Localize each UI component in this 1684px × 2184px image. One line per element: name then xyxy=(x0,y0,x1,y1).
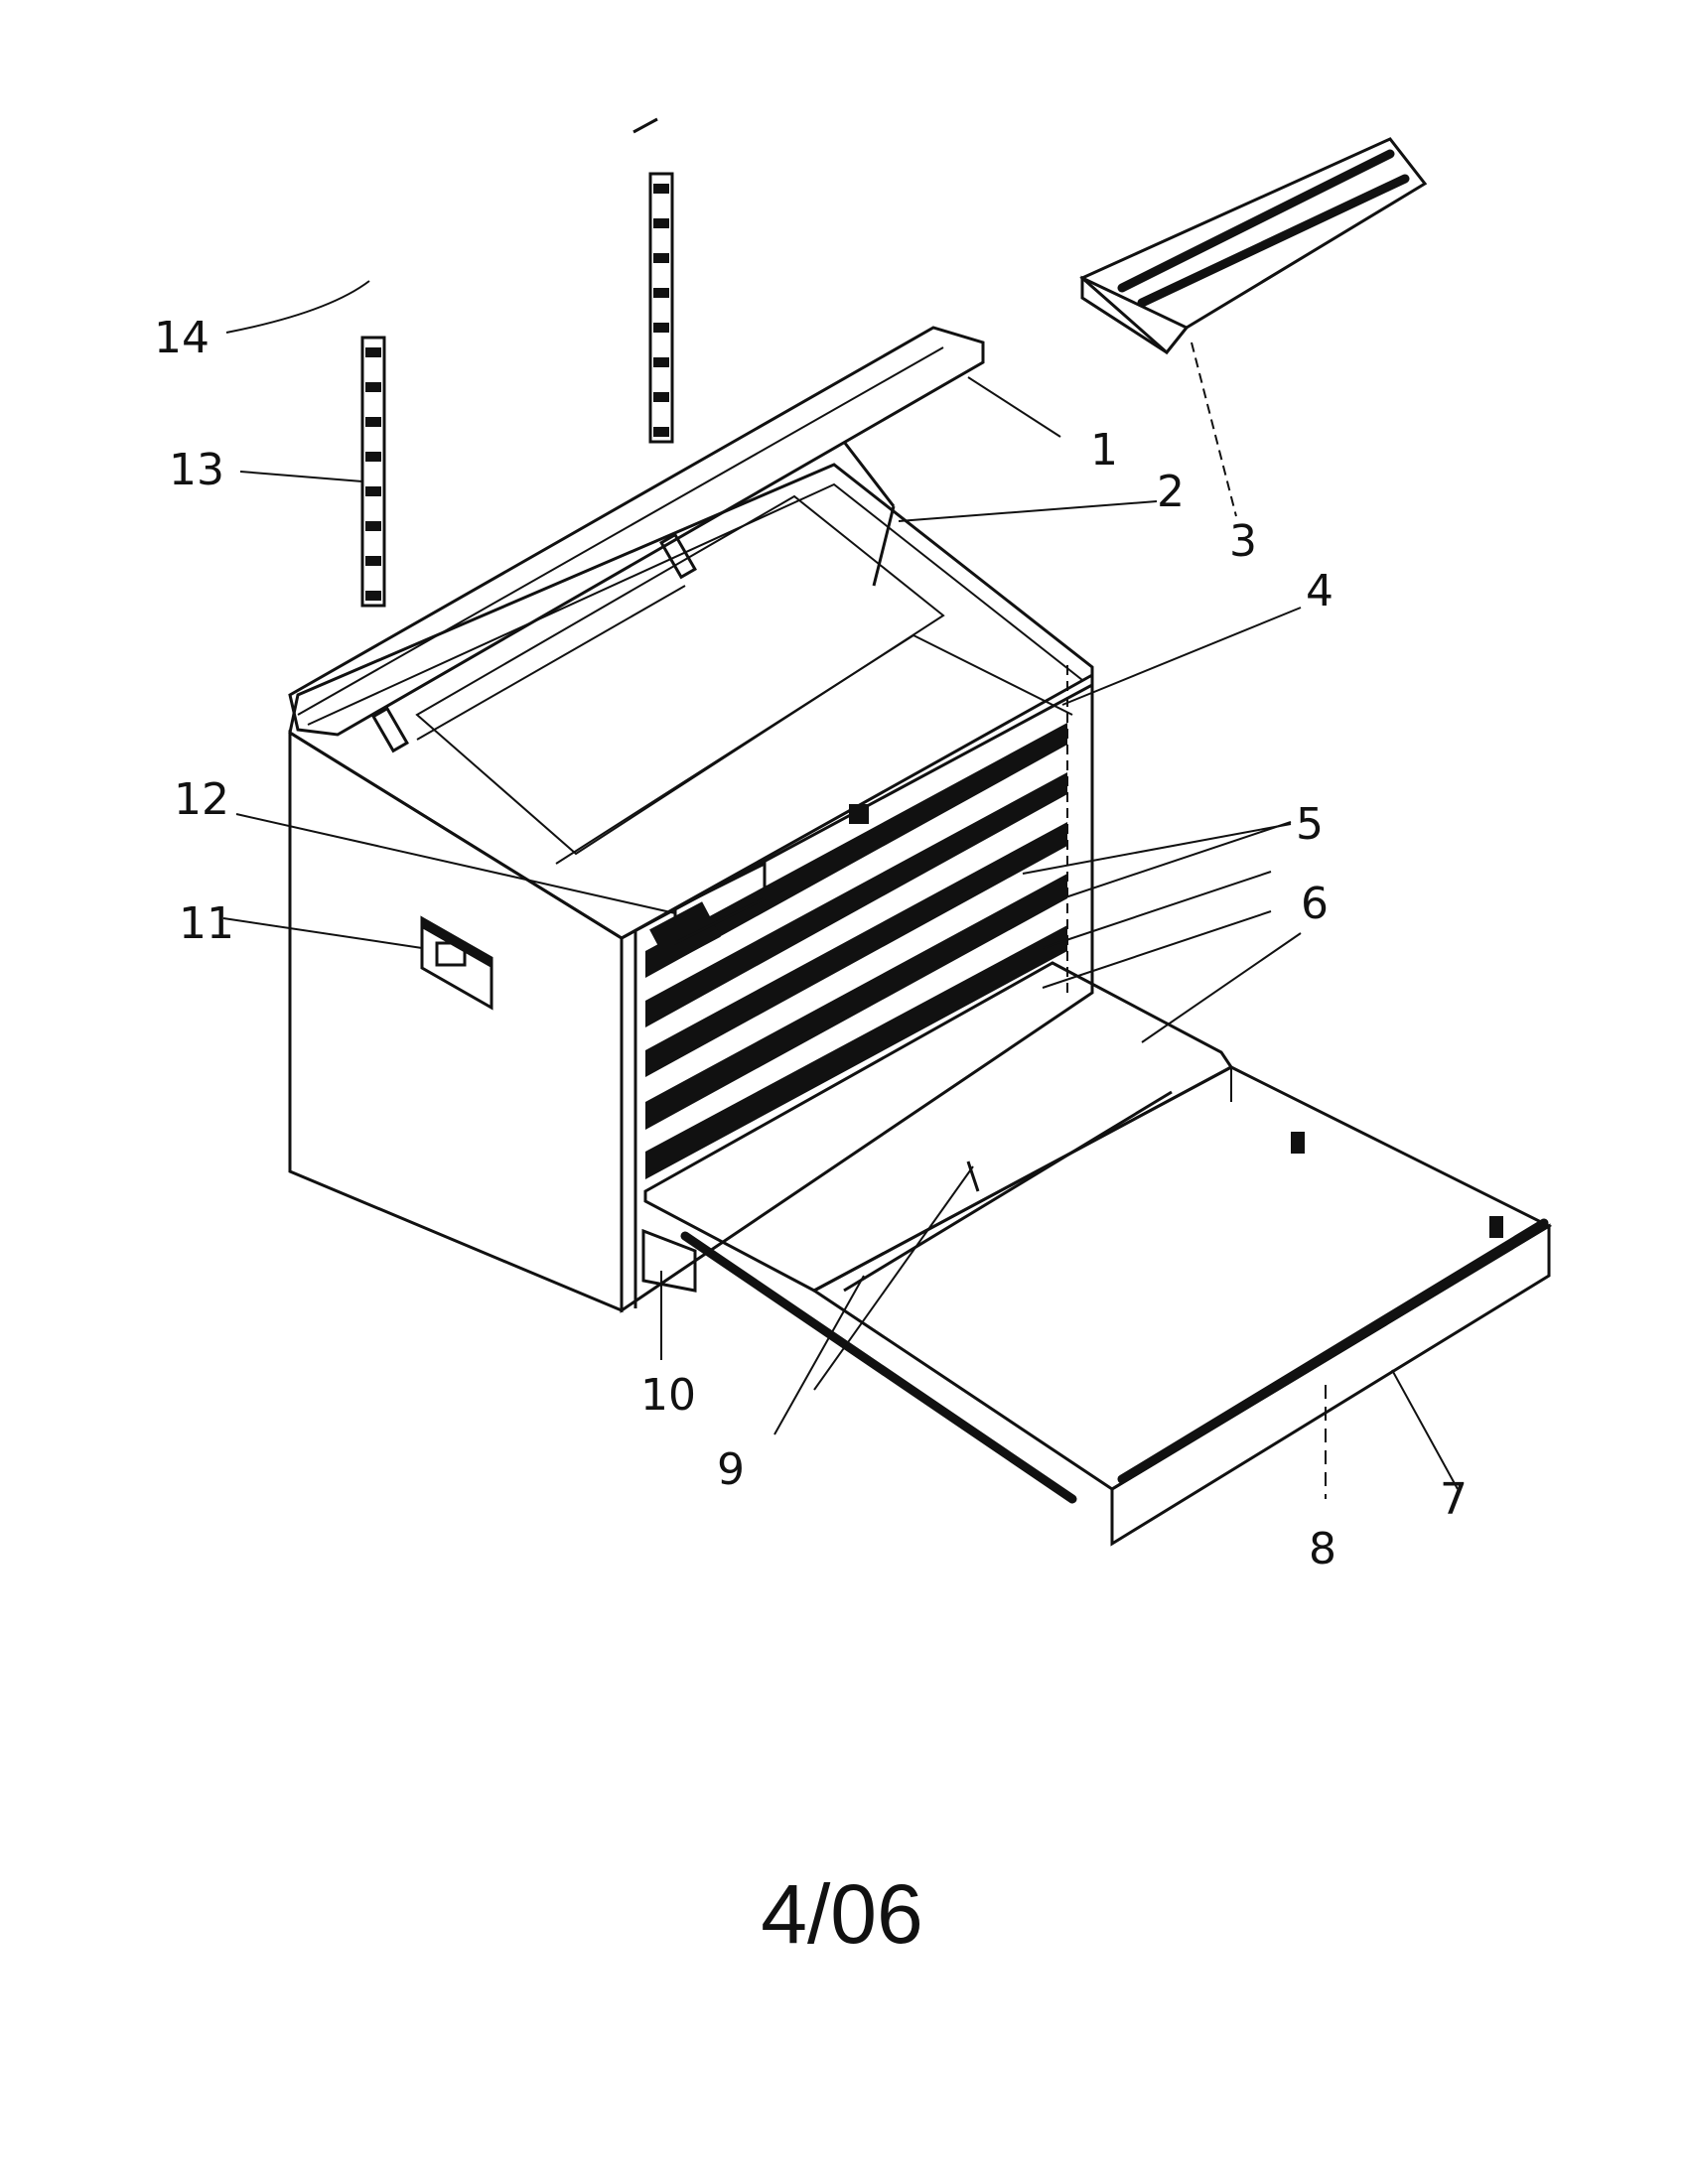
callout-10: 10 xyxy=(640,1370,696,1421)
till-tray xyxy=(673,861,767,946)
open-drawer xyxy=(641,961,1553,1547)
callout-12: 12 xyxy=(174,774,229,825)
callout-8: 8 xyxy=(1309,1524,1336,1574)
revision-code: 4/06 xyxy=(761,1867,923,1961)
hanger-bracket-upper xyxy=(648,172,674,444)
cabinet-front xyxy=(620,672,1094,1313)
callout-2: 2 xyxy=(1157,467,1185,517)
callout-14: 14 xyxy=(154,313,210,363)
callout-4: 4 xyxy=(1306,566,1333,616)
callout-9: 9 xyxy=(717,1444,745,1495)
cabinet-left-side xyxy=(288,730,624,1313)
drawer-handle xyxy=(1117,1218,1549,1484)
callout-13: 13 xyxy=(169,445,224,495)
tote-tray xyxy=(1079,137,1428,355)
hanger-bracket-13 xyxy=(360,336,386,608)
lid-panel xyxy=(288,326,985,737)
drawer-tray xyxy=(811,1065,1553,1491)
lid xyxy=(288,326,985,753)
cabinet-body xyxy=(288,463,1094,1313)
callout-1: 1 xyxy=(1090,425,1118,476)
drawer-slide xyxy=(680,1231,1077,1504)
drawer-front-panel xyxy=(1110,1223,1551,1547)
drawer-fronts xyxy=(645,723,1067,1179)
callout-5: 5 xyxy=(1296,799,1324,850)
leader-lines xyxy=(222,280,1459,1499)
callout-6: 6 xyxy=(1301,879,1329,929)
lid-stay xyxy=(842,441,896,587)
callout-11: 11 xyxy=(179,898,234,949)
cabinet-till xyxy=(415,494,945,856)
side-handle xyxy=(420,915,493,1011)
callout-7: 7 xyxy=(1440,1474,1468,1525)
cabinet-top-rim xyxy=(288,463,1094,940)
callout-3: 3 xyxy=(1229,516,1257,567)
